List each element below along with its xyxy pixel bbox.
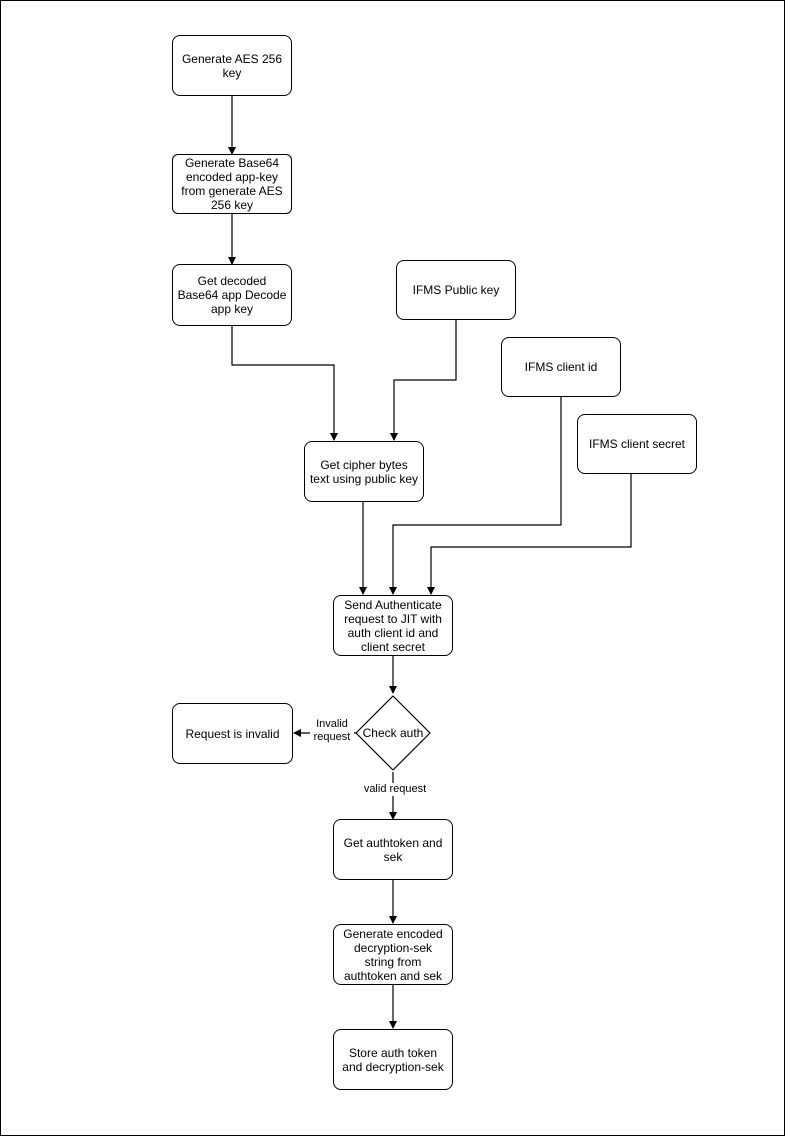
store-auth-node: Store auth token and decryption-sek [333, 1029, 453, 1090]
get-decoded-node: Get decoded Base64 app Decode app key [172, 264, 292, 326]
check-auth-diamond [355, 695, 431, 771]
edge-secret-to-send [427, 474, 632, 595]
ifms-client-secret-node: IFMS client secret [577, 414, 697, 474]
valid-request-label: valid request [358, 783, 432, 796]
request-invalid-node: Request is invalid [172, 703, 293, 764]
get-cipher-node: Get cipher bytes text using public key [304, 441, 424, 502]
ifms-client-id-node: IFMS client id [501, 337, 621, 397]
invalid-request-label: Invalid request [310, 718, 354, 744]
check-auth-label: Check auth [362, 726, 424, 740]
edge-decoded-to-cipher [231, 326, 338, 441]
get-authtoken-node: Get authtoken and sek [333, 819, 453, 880]
send-auth-node: Send Authenticate request to JIT with au… [333, 595, 453, 656]
edge-clientid-to-send [389, 397, 562, 595]
edge-publickey-to-cipher [390, 320, 457, 441]
generate-base64-node: Generate Base64 encoded app-key from gen… [172, 154, 292, 214]
generate-aes-node: Generate AES 256 key [172, 35, 292, 96]
generate-decryption-node: Generate encoded decryption-sek string f… [333, 924, 453, 985]
ifms-public-key-node: IFMS Public key [396, 260, 516, 320]
